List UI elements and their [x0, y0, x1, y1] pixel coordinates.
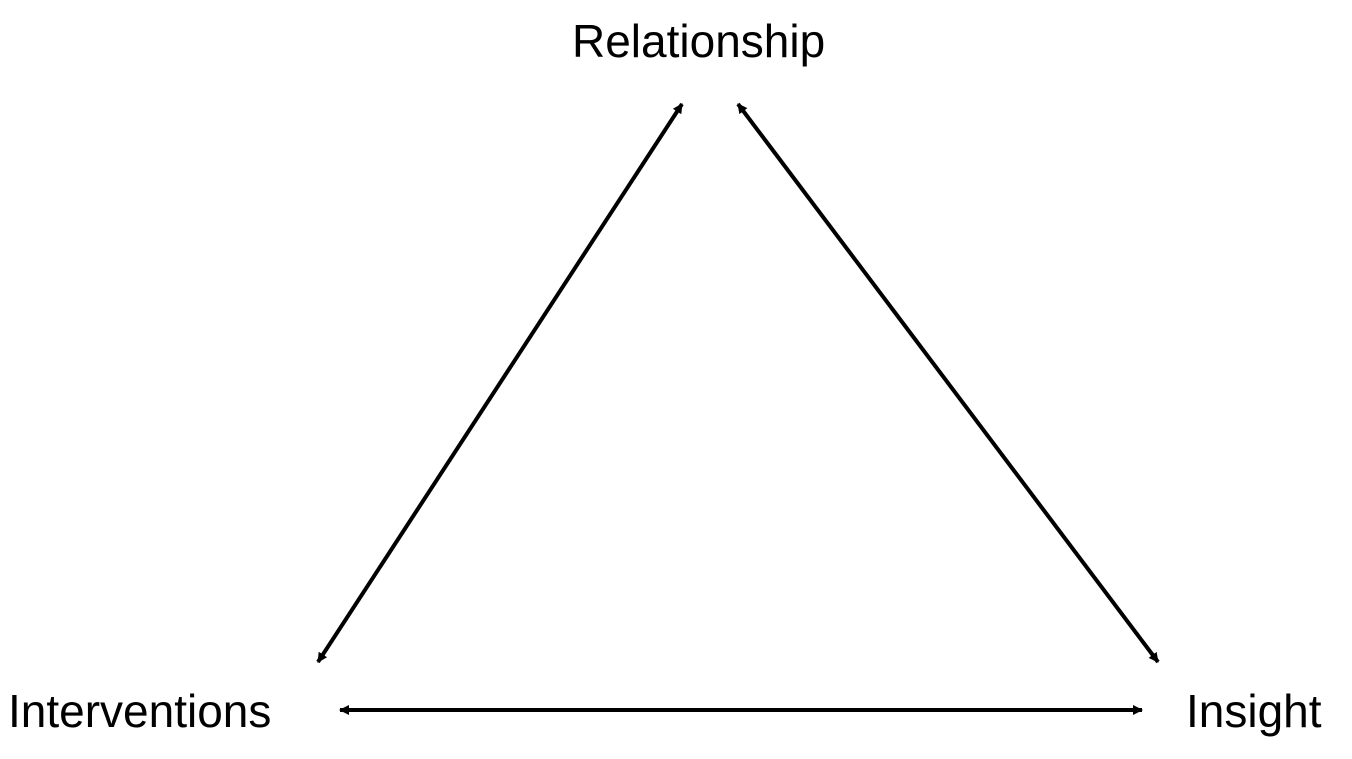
edge-relationship-insight [736, 102, 1160, 664]
node-interventions: Interventions [8, 685, 272, 737]
node-relationship: Relationship [572, 15, 826, 67]
edge-relationship-interventions [316, 102, 684, 664]
node-insight: Insight [1186, 685, 1322, 737]
